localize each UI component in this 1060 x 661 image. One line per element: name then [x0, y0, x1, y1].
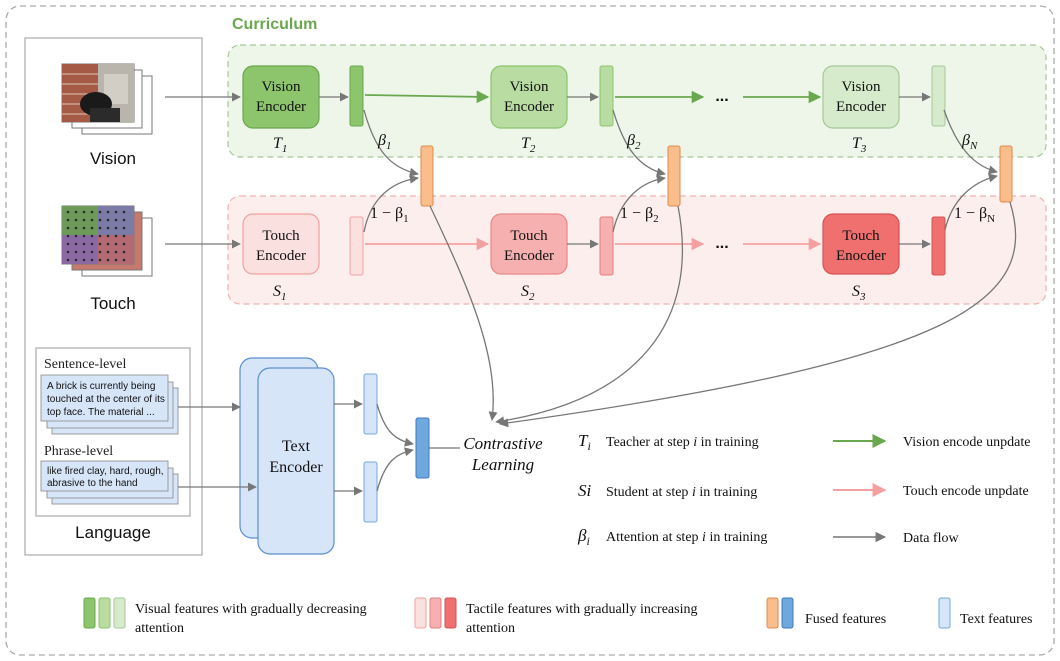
language-modality-label: Language — [75, 523, 151, 542]
text-feature-sentence — [363, 373, 378, 435]
student-label-2: S2 — [521, 283, 535, 303]
vision-encoder-3-line2: Encoder — [836, 99, 886, 115]
language-panel — [35, 347, 191, 517]
notation-beta-desc: Attention at step i in training — [606, 530, 767, 545]
vision-feature-1 — [349, 65, 364, 127]
vision-encoder-2 — [490, 65, 568, 129]
sentence-line-1: A brick is currently being — [47, 381, 155, 392]
notation-student-symbol: Si — [578, 481, 592, 500]
legend-tactile-features-swatch — [414, 597, 457, 629]
fused-to-contrastive-2 — [495, 205, 684, 426]
legend-text-features-swatch — [938, 597, 951, 629]
phrase-level-heading: Phrase-level — [44, 444, 113, 459]
fused-feature-1 — [420, 145, 434, 207]
text-encoder — [257, 367, 335, 555]
notation-student-desc: Student at step i in training — [606, 485, 757, 500]
phrase-card-stack — [40, 460, 179, 505]
fused-feature-2 — [667, 145, 681, 207]
touch-encoder-1-line1: Touch — [262, 228, 300, 244]
vision-encoder-1 — [242, 65, 320, 129]
touch-feature-3 — [931, 216, 946, 276]
fusion-vision-arrow-3 — [943, 109, 998, 175]
legend-tactile-features-line1: Tactile features with gradually increasi… — [466, 602, 697, 617]
vision-encoder-1-line2: Encoder — [256, 99, 306, 115]
touch-encoder-3-line2: Enocder — [836, 248, 886, 264]
phrase-line-1: like fired clay, hard, rough, — [47, 466, 164, 477]
phrase-to-fused-arrow — [376, 447, 414, 492]
sentence-level-heading: Sentence-level — [44, 357, 127, 372]
vision-encoder-1-line1: Vision — [261, 79, 301, 95]
teacher-label-1: T1 — [273, 135, 287, 155]
fusion-vision-arrow-2 — [612, 109, 666, 177]
notation-beta-symbol: βi — [577, 526, 590, 548]
touch-encoder-2-line2: Encoder — [504, 248, 554, 264]
legend-vision-update-label: Vision encode unpdate — [903, 435, 1030, 450]
one-minus-beta-label-3: 1 − βN — [954, 205, 995, 225]
text-feature-phrase — [363, 461, 378, 523]
vision-feature-2 — [599, 65, 614, 127]
vision-encoder-3-line1: Vision — [841, 79, 881, 95]
touch-encoder-1 — [242, 213, 320, 275]
legend-fused-features-label: Fused features — [805, 612, 886, 627]
vision-modality-label: Vision — [90, 149, 136, 168]
touch-image-stack — [61, 205, 153, 277]
touch-encoder-2-line1: Touch — [510, 228, 548, 244]
beta-label-2: β2 — [626, 132, 641, 152]
touch-encoder-3 — [822, 213, 900, 275]
fused-to-contrastive-3 — [499, 201, 1017, 428]
notation-teacher-desc: Teacher at step i in training — [606, 435, 759, 450]
touch-encoder-1-line2: Encoder — [256, 248, 306, 264]
legend-tactile-features-line2: attention — [466, 621, 515, 636]
legend-visual-features-line2: attention — [135, 621, 184, 636]
vision-ellipsis: ... — [715, 88, 728, 105]
touch-feature-1 — [349, 216, 364, 276]
legend-touch-update-label: Touch encode unpdate — [903, 484, 1029, 499]
touch-modality-label: Touch — [90, 294, 135, 313]
curriculum-title: Curriculum — [232, 16, 317, 33]
text-encoder-line2: Encoder — [269, 459, 323, 476]
sentence-to-fused-arrow — [376, 403, 414, 447]
student-label-3: S3 — [852, 283, 866, 303]
legend-data-flow-label: Data flow — [903, 531, 959, 546]
sentence-line-3: top face. The material ... — [47, 407, 155, 418]
contrastive-line1: Contrastive — [463, 434, 543, 453]
one-minus-beta-label-1: 1 − β1 — [370, 205, 409, 225]
outer-frame — [5, 5, 1055, 656]
sentence-card-stack — [40, 374, 179, 435]
fusion-touch-arrow-1 — [363, 174, 419, 233]
legend-visual-features-swatch — [83, 597, 126, 629]
vision-encoder-2-line1: Vision — [509, 79, 549, 95]
modality-panel — [24, 37, 203, 556]
fused-to-contrastive-1 — [429, 205, 498, 421]
teacher-label-3: T3 — [852, 135, 867, 155]
vision-feature-3 — [931, 65, 946, 127]
vision-image-stack — [61, 63, 153, 135]
contrastive-line2: Learning — [471, 455, 534, 474]
legend-text-features-label: Text features — [960, 612, 1032, 627]
vision-update-arrow-1 — [364, 90, 490, 104]
one-minus-beta-label-2: 1 − β2 — [620, 205, 659, 225]
beta-label-3: βN — [961, 132, 978, 152]
fused-text-feature — [415, 417, 430, 479]
legend-fused-features-swatch — [766, 597, 794, 629]
touch-encoder-2 — [490, 213, 568, 275]
fused-feature-3 — [999, 145, 1013, 203]
beta-label-1: β1 — [377, 132, 391, 152]
touch-encoder-3-line1: Touch — [842, 228, 880, 244]
touch-ellipsis: ... — [715, 235, 728, 252]
notation-teacher-symbol: Ti — [578, 431, 591, 453]
teacher-label-2: T2 — [521, 135, 536, 155]
vision-encoder-3 — [822, 65, 900, 129]
fusion-touch-arrow-2 — [612, 174, 666, 233]
phrase-line-2: abrasive to the hand — [47, 478, 138, 489]
touch-feature-2 — [599, 216, 614, 276]
student-label-1: S1 — [273, 283, 287, 303]
text-encoder-line1: Text — [282, 438, 311, 455]
fusion-touch-arrow-3 — [944, 173, 998, 231]
vision-encoder-2-line2: Encoder — [504, 99, 554, 115]
legend-visual-features-line1: Visual features with gradually decreasin… — [135, 602, 367, 617]
sentence-line-2: touched at the center of its — [47, 394, 165, 405]
fusion-vision-arrow-1 — [363, 109, 419, 177]
